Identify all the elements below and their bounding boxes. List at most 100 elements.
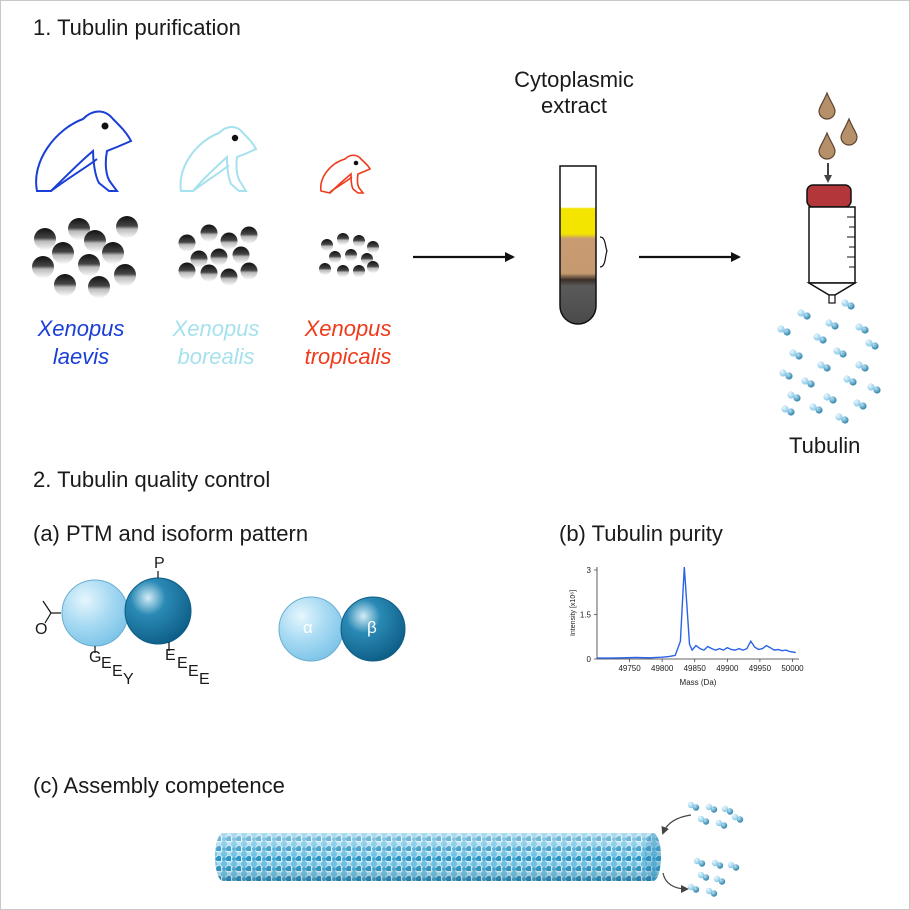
frog-borealis-icon <box>179 126 258 192</box>
ptm-label-e1: E <box>101 655 112 672</box>
tubulin-dimers-cloud <box>777 299 881 424</box>
alpha-tubulin-ptm <box>61 579 129 647</box>
free-tubulin-dimer <box>713 875 726 885</box>
ptm-label-e2: E <box>112 663 123 680</box>
species-label-tropicalis: Xenopus tropicalis <box>293 315 403 371</box>
panel-b-title: (b) Tubulin purity <box>559 521 723 546</box>
ptm-label-acetyl-o: O <box>35 621 48 638</box>
ptm-label-y: Y <box>123 671 134 688</box>
beta-tubulin-ptm <box>124 577 192 645</box>
panel-a-title: (a) PTM and isoform pattern <box>33 521 309 546</box>
section-1-title: 1. Tubulin purification <box>33 15 241 40</box>
y-tick-label: 1.5 <box>580 610 592 619</box>
free-tubulin-dimer <box>705 803 718 813</box>
ptm-label-e5: E <box>188 663 199 680</box>
tubulin-dimer <box>823 393 837 404</box>
eggs-tropicalis <box>319 233 379 277</box>
tubulin-dimer <box>855 361 869 372</box>
free-tubulin-dimer <box>731 813 744 823</box>
free-tubulin-dimer <box>727 861 740 871</box>
free-tubulin-dimer <box>697 871 710 881</box>
tubulin-dimer <box>855 323 869 334</box>
alpha-symbol: α <box>303 618 313 637</box>
tubulin-dimer <box>801 377 815 388</box>
free-dimers <box>687 801 744 897</box>
free-tubulin-dimer <box>693 857 706 867</box>
free-tubulin-dimer <box>705 887 718 897</box>
chart-ylabel: Intensity [x10⁶] <box>570 590 577 636</box>
tubulin-dimer <box>797 309 811 320</box>
free-tubulin-dimer <box>721 805 734 815</box>
eggs-laevis <box>32 216 138 298</box>
assembly-arrow-in-icon <box>661 814 692 835</box>
species-name: borealis <box>177 344 255 369</box>
tubulin-dimer <box>817 361 831 372</box>
beta-symbol: β <box>367 618 377 637</box>
tubulin-dimer <box>813 333 827 344</box>
microtubule-icon <box>215 833 661 881</box>
eggs-borealis <box>178 224 258 286</box>
x-tick-label: 49900 <box>716 664 739 673</box>
tubulin-dimer <box>853 399 867 410</box>
tubulin-dimer <box>841 299 855 310</box>
species-genus: Xenopus <box>304 316 392 341</box>
tubulin-product-label: Tubulin <box>789 433 861 458</box>
tubulin-dimer <box>843 375 857 386</box>
purification-column-icon <box>806 184 858 304</box>
x-tick-label: 49800 <box>651 664 674 673</box>
free-tubulin-dimer <box>687 801 700 811</box>
assembly-arrow-out-icon <box>662 872 689 893</box>
beta-subunit <box>340 596 406 662</box>
species-label-borealis: Xenopus borealis <box>161 315 271 371</box>
tubulin-dimer <box>787 391 801 402</box>
tubulin-dimer <box>825 319 839 330</box>
panel-c-title: (c) Assembly competence <box>33 773 285 798</box>
y-tick-label: 0 <box>587 655 592 664</box>
species-genus: Xenopus <box>172 316 260 341</box>
ptm-diagram <box>42 571 192 653</box>
alpha-beta-dimer <box>278 596 406 662</box>
tubulin-dimer <box>777 325 791 336</box>
tubulin-dimer <box>833 347 847 358</box>
frog-laevis-icon <box>35 110 133 192</box>
droplets-icon <box>818 91 858 160</box>
section-2-title: 2. Tubulin quality control <box>33 467 271 492</box>
free-tubulin-dimer <box>711 859 724 869</box>
ptm-label-e4: E <box>177 655 188 672</box>
species-name: tropicalis <box>304 344 392 369</box>
x-tick-label: 49850 <box>684 664 707 673</box>
mass-spec-line <box>597 566 796 659</box>
chart-xlabel: Mass (Da) <box>680 678 717 687</box>
chart-axes <box>596 567 799 660</box>
y-tick-label: 3 <box>587 566 592 575</box>
ptm-label-g: G <box>89 649 102 666</box>
ptm-label-e3: E <box>165 647 176 664</box>
ptm-label-phospho: P <box>154 555 165 572</box>
species-genus: Xenopus <box>37 316 125 341</box>
ptm-label-e6: E <box>199 671 210 688</box>
free-tubulin-dimer <box>687 883 700 893</box>
chart-ticks: 49750 49800 49850 49900 49950 50000 0 1.5 3 <box>580 566 804 673</box>
purity-chart: 49750 49800 49850 49900 49950 50000 0 1.5 3 Mass… <box>570 566 804 687</box>
tubulin-dimer <box>865 339 879 350</box>
extract-label: Cytoplasmic extract <box>504 67 644 119</box>
species-label-laevis: Xenopus laevis <box>31 315 131 371</box>
tubulin-dimer <box>835 413 849 424</box>
species-name: laevis <box>52 344 110 369</box>
tubulin-dimer <box>779 369 793 380</box>
tubulin-dimer <box>781 405 795 416</box>
free-tubulin-dimer <box>697 815 710 825</box>
x-tick-label: 50000 <box>781 664 804 673</box>
tubulin-dimer <box>809 403 823 414</box>
extract-label-line1: Cytoplasmic <box>514 67 634 92</box>
extract-label-line2: extract <box>540 93 608 118</box>
tubulin-dimer <box>789 349 803 360</box>
centrifuge-tube-icon <box>559 165 608 325</box>
free-tubulin-dimer <box>715 819 728 829</box>
x-tick-label: 49950 <box>749 664 772 673</box>
x-tick-label: 49750 <box>618 664 641 673</box>
frog-tropicalis-icon <box>320 154 372 194</box>
tubulin-dimer <box>867 383 881 394</box>
